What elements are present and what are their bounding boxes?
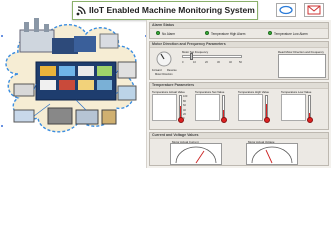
read-motor-title: Read Motor Direction and Frequency <box>278 50 324 54</box>
temp-actual-thermometer <box>179 95 182 119</box>
email-icon[interactable] <box>304 3 324 17</box>
temp-low-thermometer <box>308 95 311 119</box>
current-voltage-title: Current and Voltage Values <box>152 133 199 137</box>
motor-readout-display <box>278 54 326 78</box>
temp-high-input-box[interactable] <box>238 94 263 121</box>
no-alarm-indicator <box>156 31 160 35</box>
temp-actual-input-box[interactable] <box>152 94 177 121</box>
iiot-network-diagram <box>1 18 147 133</box>
temp-actual-label: Temperature Actual Value <box>152 90 185 94</box>
alarm-status-panel: Alarm Status No Alarm Temperature High A… <box>149 22 329 39</box>
title-banner: IIoT Enabled Machine Monitoring System <box>72 1 258 20</box>
no-alarm-label: No Alarm <box>162 31 176 36</box>
frequency-slider-thumb[interactable] <box>190 53 193 60</box>
temperature-parameters-panel: Temperature Parameters Temperature Actua… <box>149 82 329 130</box>
temp-high-alarm-label: Temperature High Alarm <box>211 31 246 36</box>
temperature-panel-title: Temperature Parameters <box>152 83 195 87</box>
temp-set-thermometer <box>222 95 225 119</box>
wifi-signal-icon <box>76 6 86 16</box>
temp-set-label: Temperature Set Value <box>195 90 225 94</box>
motor-direction-dial[interactable] <box>153 49 175 67</box>
temp-high-thermometer <box>265 95 268 119</box>
refresh-icon[interactable] <box>276 3 296 17</box>
temp-high-bulb <box>263 117 270 123</box>
dashboard-panel: Alarm Status No Alarm Temperature High A… <box>146 20 331 168</box>
forward-label: Forward <box>152 69 162 72</box>
temp-set-bulb <box>220 117 227 123</box>
temp-high-label: Temperature High Value <box>238 90 269 94</box>
motor-current-label: Motor Actual Current <box>172 140 199 144</box>
temp-high-alarm-indicator <box>205 31 209 35</box>
temp-low-label: Temperature Low Value <box>281 90 312 94</box>
temp-low-alarm-label: Temperature Low Alarm <box>274 31 308 36</box>
temp-set-input-box[interactable] <box>195 94 220 121</box>
frequency-slider-track[interactable] <box>182 55 242 58</box>
motor-panel-title: Motor Direction and Frequency Parameters <box>152 42 226 46</box>
current-voltage-panel: Current and Voltage Values Motor Actual … <box>149 132 329 166</box>
motor-direction-label: Motor Direction <box>155 73 173 76</box>
motor-freq-label: Motor Set Frequency <box>182 50 209 54</box>
temp-scale: 100 80 60 40 20 0 <box>183 95 188 120</box>
temp-actual-bulb <box>177 117 184 123</box>
page-title: IIoT Enabled Machine Monitoring System <box>89 5 255 15</box>
motor-parameters-panel: Motor Direction and Frequency Parameters… <box>149 41 329 80</box>
alarm-status-title: Alarm Status <box>152 23 175 27</box>
motor-voltage-label: Motor Actual Voltage <box>248 140 275 144</box>
motor-current-gauge <box>170 143 222 165</box>
reverse-label: Reverse <box>167 69 177 72</box>
temp-low-alarm-indicator <box>268 31 272 35</box>
frequency-slider-scale: 0 10 20 30 40 50 <box>182 61 242 64</box>
temp-low-input-box[interactable] <box>281 94 306 121</box>
temp-low-bulb <box>306 117 313 123</box>
motor-voltage-gauge <box>246 143 298 165</box>
